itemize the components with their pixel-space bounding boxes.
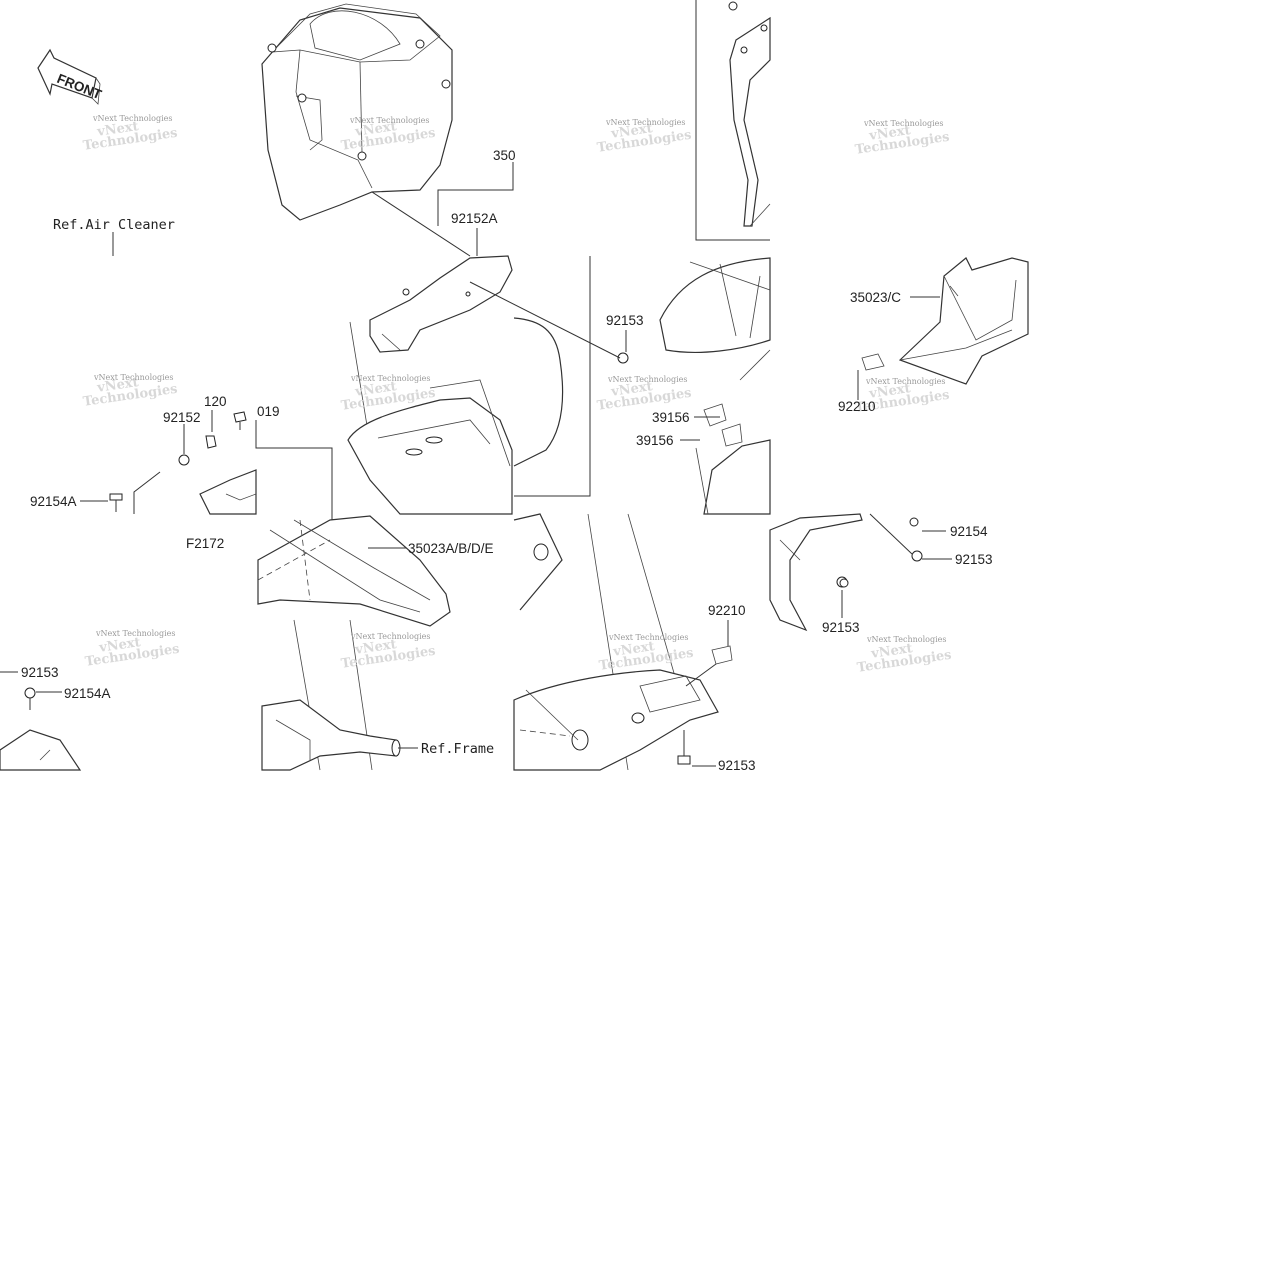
watermark-4: vNext Technologies [863, 119, 943, 128]
label-92154: 92154 [950, 524, 988, 539]
fasteners [617, 352, 849, 765]
part-labels: Ref.Air Cleaner 350 92152A 92153 35023/C… [21, 148, 993, 773]
bottom-left-fragment-part [0, 687, 82, 771]
watermark-12: vNext Technologies [866, 635, 946, 644]
label-92153-a: 92153 [606, 313, 644, 328]
leader-lines [0, 162, 952, 767]
svg-text:vNext: vNext [353, 119, 397, 140]
svg-text:vNext: vNext [95, 375, 139, 396]
rear-fender-bracket-part [861, 257, 1029, 385]
air-cleaner-part [261, 3, 453, 221]
label-92153-c: 92153 [822, 620, 860, 635]
label-019: 019 [257, 404, 280, 419]
label-92153-d: 92153 [718, 758, 756, 773]
svg-text:vNext: vNext [97, 635, 141, 656]
bracket-box-part [695, 0, 771, 241]
label-92153-e: 92153 [21, 665, 59, 680]
label-92154A-a: 92154A [30, 494, 77, 509]
front-fender-long-part [257, 515, 451, 771]
label-F2172: F2172 [186, 536, 224, 551]
small-bracket-part [109, 411, 257, 515]
tail-part [769, 513, 923, 632]
label-39156-a: 39156 [652, 410, 690, 425]
watermark-8: vNext Technologies [865, 377, 945, 386]
label-35023C: 35023/C [850, 290, 901, 305]
watermark-3: vNext Technologies [605, 118, 685, 127]
watermark-2: vNext Technologies [349, 116, 429, 125]
label-350: 350 [493, 148, 516, 163]
svg-text:vNext: vNext [353, 637, 397, 658]
label-92152A: 92152A [451, 211, 498, 226]
label-35023ABDE: 35023A/B/D/E [408, 541, 494, 556]
label-ref-air-cleaner: Ref.Air Cleaner [53, 217, 175, 233]
label-92210-a: 92210 [838, 399, 876, 414]
svg-text:vNext: vNext [869, 641, 913, 662]
label-92210-b: 92210 [708, 603, 746, 618]
label-92153-b: 92153 [955, 552, 993, 567]
label-39156-b: 39156 [636, 433, 674, 448]
watermark-5: vNext Technologies [93, 373, 173, 382]
watermark-7: vNext Technologies [607, 375, 687, 384]
watermark-10: vNext Technologies [350, 632, 430, 641]
watermark-11: vNext Technologies [608, 633, 688, 642]
inner-fender-part [347, 255, 591, 515]
label-92152: 92152 [163, 410, 201, 425]
front-arrow-icon: FRONT [37, 48, 104, 105]
watermark-1: vNext Technologies [92, 114, 172, 123]
rear-mudguard-part [513, 513, 733, 771]
watermark-9: vNext Technologies [95, 629, 175, 638]
label-ref-frame: Ref.Frame [421, 741, 494, 757]
front-fender-part [659, 257, 771, 515]
label-92154A-b: 92154A [64, 686, 111, 701]
watermark-6: vNext Technologies [350, 374, 430, 383]
svg-text:vNext: vNext [609, 379, 653, 400]
svg-text:vNext: vNext [353, 379, 397, 400]
svg-text:vNext: vNext [867, 123, 911, 144]
svg-text:vNext: vNext [95, 119, 139, 140]
svg-text:vNext: vNext [609, 121, 653, 142]
svg-text:vNext: vNext [867, 381, 911, 402]
svg-text:vNext: vNext [611, 639, 655, 660]
label-120: 120 [204, 394, 227, 409]
